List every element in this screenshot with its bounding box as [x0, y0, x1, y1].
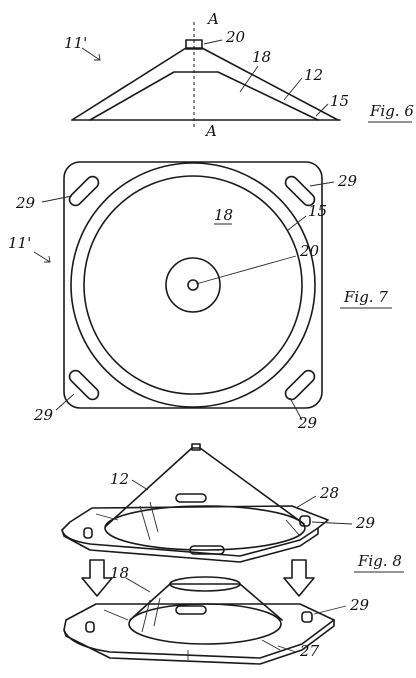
fig8-upper-plate-edge: [61, 527, 319, 563]
fig7-leader-15: [287, 215, 307, 231]
fig8-leader-18: [125, 577, 151, 593]
fig8-lower-plate: [63, 603, 335, 659]
fig8-lower-hatch-1: [141, 599, 151, 633]
fig7-label-29-tr: 29: [337, 172, 358, 190]
fig8-upper-cone-base: [104, 505, 306, 551]
fig6-leader-20: [203, 39, 223, 45]
fig7-slot-bottom-left: [68, 369, 100, 401]
fig8-label-28: 28: [319, 484, 339, 502]
fig8-leader-28: [295, 495, 317, 509]
fig7-label-15: 15: [308, 202, 327, 220]
fig8-leader-29-top: [311, 521, 353, 525]
fig7-leader-29-tr: [309, 181, 335, 187]
fig8-label-12: 12: [110, 470, 129, 488]
fig8-upper-cone-sides: [105, 447, 305, 527]
fig6-label-section-bottom: A: [204, 122, 217, 140]
fig8-upper-hatch-2: [149, 501, 159, 533]
fig6-arrow-11: [81, 47, 101, 61]
fig7-label-11: 11': [8, 234, 31, 252]
fig7-arrow-11: [33, 251, 51, 263]
fig8-lower-plate-slot-right: [301, 611, 313, 623]
fig7-slot-top-right: [284, 175, 316, 207]
fig7-outer-circle: [70, 162, 316, 408]
fig8-leader-12: [131, 479, 149, 491]
fig8-upper-plate-slot-front: [189, 545, 225, 555]
fig6-label-section-top: A: [206, 10, 219, 28]
fig8-arrow-right: [283, 559, 315, 597]
fig8-upper-hatch-4: [285, 519, 301, 537]
fig7-leader-20: [195, 255, 297, 285]
fig8-arrow-left: [81, 559, 113, 597]
fig8-label-29-bottom: 29: [349, 596, 370, 614]
fig7-slot-top-left: [68, 175, 100, 207]
fig7-hub-circle: [165, 257, 221, 313]
figure-8: 12 28 29 18 29 27 Fig. 8: [61, 443, 404, 665]
fig8-arrows: [81, 559, 315, 597]
fig8-lower-plate-edge: [63, 619, 335, 665]
fig6-arrow-11-head: [94, 53, 101, 61]
fig8-upper-plate-slot-left: [83, 527, 93, 539]
fig8-upper-cone-slot: [175, 493, 207, 503]
fig7-arrow-11-head: [44, 255, 51, 263]
fig7-slot-bottom-right: [284, 369, 316, 401]
fig7-label-20: 20: [299, 242, 320, 260]
fig8-lower-hatch-3: [103, 609, 129, 621]
fig7-label-29-bl: 29: [33, 406, 54, 424]
fig8-lower-cone-sides: [129, 583, 283, 621]
fig8-upper-hatch-1: [139, 505, 151, 541]
fig7-caption: Fig. 7: [343, 288, 388, 306]
fig7-label-18: 18: [214, 206, 233, 224]
fig7-label-29-br: 29: [297, 414, 318, 432]
figure-7: 29 29 29 29 18 15 20 11' Fig. 7: [8, 161, 392, 432]
fig8-leader-29-bottom: [313, 605, 347, 615]
fig6-leader-12: [283, 77, 303, 101]
fig8-label-18: 18: [110, 564, 129, 582]
fig8-lower-cone-slot: [175, 605, 207, 615]
fig8-upper-assembly: [61, 443, 353, 563]
fig6-label-12: 12: [304, 66, 323, 84]
fig8-lower-hatch-2: [153, 597, 161, 627]
fig8-label-27: 27: [299, 642, 320, 660]
fig6-label-15: 15: [330, 92, 349, 110]
fig7-center-hole: [187, 279, 199, 291]
fig8-upper-cone-tip: [191, 443, 201, 451]
fig6-caption: Fig. 6: [369, 102, 414, 120]
fig8-lower-hatch-4: [261, 639, 281, 651]
figure-6: 11' A A 20 18 12 15 Fig. 6: [64, 10, 414, 140]
fig7-leader-29-br: [289, 397, 303, 421]
fig7-label-29-tl: 29: [15, 194, 36, 212]
fig8-lower-cone-base: [128, 603, 282, 645]
fig7-ring-circle: [83, 175, 303, 395]
fig8-lower-cone-top: [169, 576, 241, 592]
fig6-label-11: 11': [64, 34, 87, 52]
fig8-leader-27: [277, 645, 297, 653]
fig7-leader-29-tl: [41, 195, 73, 203]
fig7-square-plate: [63, 161, 323, 409]
fig8-lower-plate-slot-left: [85, 621, 95, 633]
fig6-label-20: 20: [225, 28, 246, 46]
fig6-label-18: 18: [252, 48, 271, 66]
fig8-caption: Fig. 8: [357, 552, 402, 570]
fig8-lower-assembly: [63, 576, 347, 665]
fig6-leader-15: [315, 103, 329, 117]
fig8-label-29-top: 29: [355, 514, 376, 532]
fig8-upper-hatch-3: [95, 513, 119, 521]
fig8-upper-plate-slot-right: [299, 515, 311, 527]
fig6-leader-18: [239, 65, 259, 93]
fig7-leader-29-bl: [55, 393, 75, 411]
